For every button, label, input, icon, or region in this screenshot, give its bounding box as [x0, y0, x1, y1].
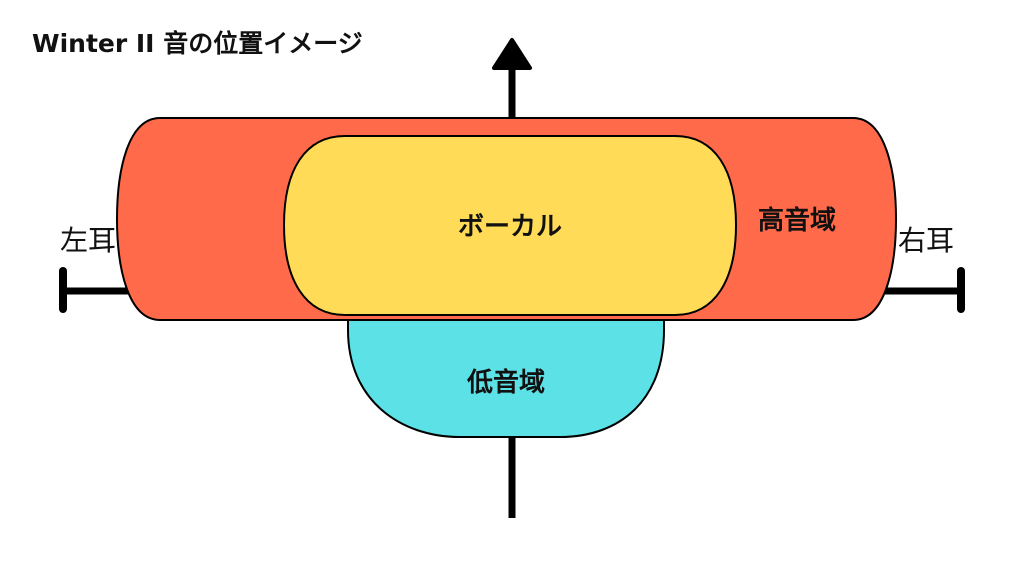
vocal-label: ボーカル [458, 212, 562, 242]
low-range-label: 低音域 [466, 367, 545, 398]
title: Winter II 音の位置イメージ [32, 29, 363, 58]
low-range-shape [347, 299, 665, 438]
vocal-shape [282, 135, 738, 316]
right-ear-label: 右耳 [898, 224, 954, 257]
left-ear-label: 左耳 [60, 224, 116, 257]
up-arrow-icon [492, 38, 532, 70]
high-range-label: 高音域 [758, 205, 836, 236]
